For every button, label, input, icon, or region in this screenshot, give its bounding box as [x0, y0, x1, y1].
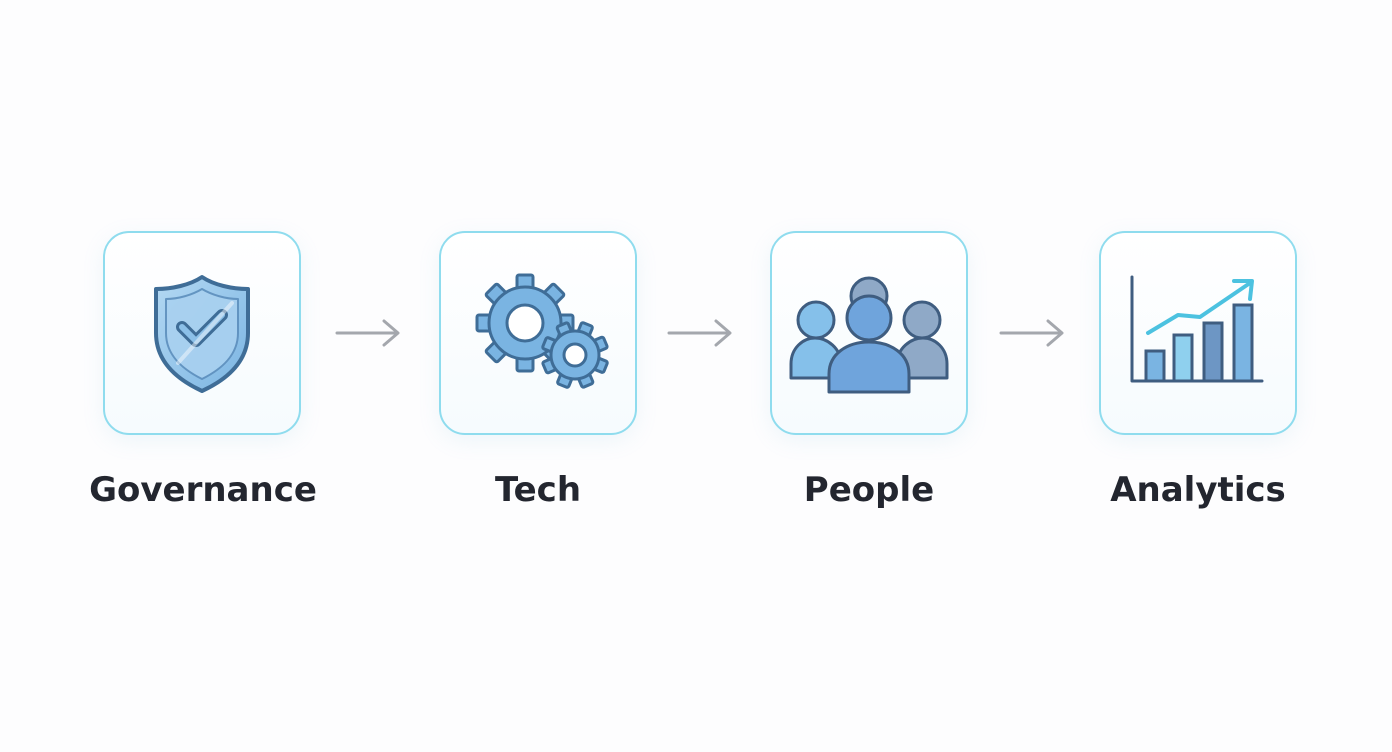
step-label-people: People — [803, 470, 935, 510]
bar-chart-trend-icon — [1130, 275, 1264, 383]
people-group-icon — [789, 276, 949, 394]
step-card-analytics — [1099, 231, 1297, 435]
arrow-right-icon — [667, 319, 732, 347]
arrow-right-icon — [335, 319, 400, 347]
shield-check-icon — [154, 275, 250, 393]
step-card-tech — [439, 231, 637, 435]
step-label-tech: Tech — [494, 470, 582, 510]
step-card-people — [770, 231, 968, 435]
gears-icon — [475, 273, 609, 389]
step-label-analytics: Analytics — [1110, 470, 1286, 510]
step-card-governance — [103, 231, 301, 435]
arrow-right-icon — [999, 319, 1064, 347]
step-label-governance: Governance — [89, 470, 317, 510]
